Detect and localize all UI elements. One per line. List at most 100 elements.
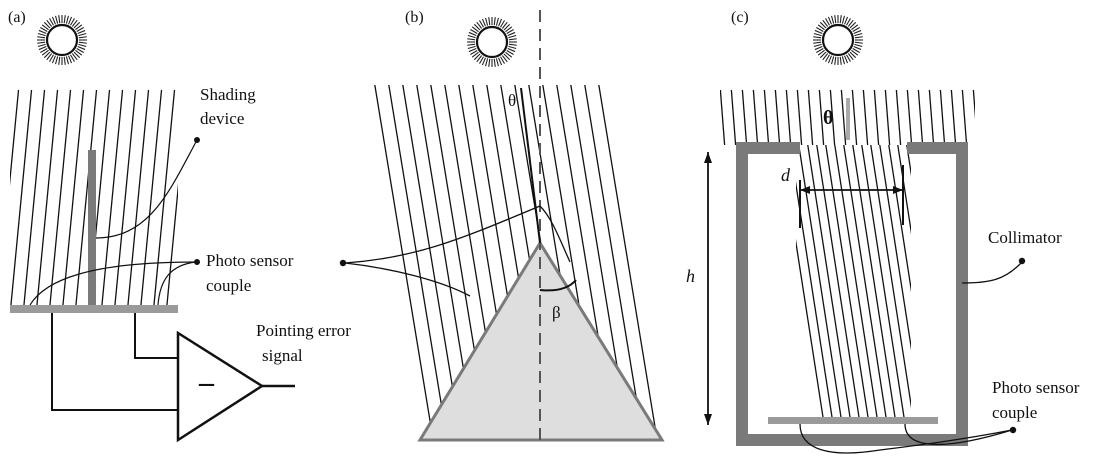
sun-ray xyxy=(470,29,478,34)
sun-ray xyxy=(471,26,479,33)
sun-ray xyxy=(488,17,491,26)
sun-ray xyxy=(814,46,823,51)
sun-ray xyxy=(825,18,830,26)
sun-ray xyxy=(73,21,81,29)
sun-ray xyxy=(846,18,851,26)
sun-ray xyxy=(73,51,81,59)
light-ray xyxy=(862,90,869,145)
beta-label: β xyxy=(552,303,561,322)
sun-ray xyxy=(76,48,84,53)
sun-ray xyxy=(46,19,53,27)
sun-ray xyxy=(467,43,476,46)
sun-ray xyxy=(495,58,500,67)
sun-ray xyxy=(78,36,87,39)
panel-a: (a) – Shading device Photo sensor couple… xyxy=(8,9,351,443)
sun-ray xyxy=(498,18,503,27)
arrowhead xyxy=(704,152,712,163)
sun-ray xyxy=(470,50,478,55)
leader-dot xyxy=(1018,257,1026,265)
sun-ray xyxy=(847,19,854,27)
leader-dot xyxy=(194,259,200,265)
photo-sensor-label-a-2: couple xyxy=(206,276,251,295)
sun-disc xyxy=(45,23,79,57)
sun-ray xyxy=(58,15,61,24)
sun-ray xyxy=(476,21,483,29)
sensor-wire-2 xyxy=(904,423,1013,446)
sun-ray xyxy=(65,56,70,65)
collimator xyxy=(736,142,968,446)
panel-a-label: (a) xyxy=(8,9,26,26)
light-ray xyxy=(915,140,960,430)
sun-ray xyxy=(827,16,832,25)
photo-sensor-leader-a2 xyxy=(157,261,197,306)
sun-ray xyxy=(849,51,857,59)
light-ray xyxy=(834,145,879,420)
sensor-wire xyxy=(799,423,1013,454)
sun-ray xyxy=(844,16,849,25)
theta-label-c: θ xyxy=(823,107,833,129)
minus-sign: – xyxy=(198,366,215,399)
sun-ray xyxy=(498,57,503,66)
sun-ray xyxy=(51,55,56,64)
sun-ray xyxy=(841,56,846,65)
sun-ray xyxy=(500,56,505,64)
error-signal-label: Pointing error xyxy=(256,321,351,340)
collimator-leader xyxy=(961,261,1023,284)
sun-ray xyxy=(63,15,66,24)
sun-ray xyxy=(853,29,862,34)
shading-device xyxy=(88,150,96,312)
sun-ray xyxy=(65,15,70,24)
sun-ray xyxy=(78,41,87,44)
sun-ray xyxy=(852,48,860,53)
light-ray xyxy=(972,90,975,120)
light-ray xyxy=(10,90,33,308)
light-ray xyxy=(401,85,463,440)
sun-ray xyxy=(813,43,822,48)
sun-ray xyxy=(822,53,829,61)
sun-ray xyxy=(813,36,822,39)
sun-ray xyxy=(506,50,514,55)
light-rays-c-outside xyxy=(720,85,989,150)
sun-ray xyxy=(493,17,496,26)
sun-ray xyxy=(63,56,66,65)
light-ray xyxy=(796,90,803,145)
sun-ray xyxy=(75,24,83,31)
light-ray xyxy=(984,85,989,150)
sun-ray xyxy=(37,43,46,48)
sun-ray xyxy=(508,45,517,50)
light-ray xyxy=(852,145,897,420)
photo-sensor-label-c: Photo sensor xyxy=(992,378,1080,397)
light-ray xyxy=(807,90,814,145)
light-ray xyxy=(939,90,946,145)
sun-ray xyxy=(78,32,87,37)
sun-ray xyxy=(503,53,511,61)
sun-icon xyxy=(467,17,517,67)
sun-ray xyxy=(508,34,517,39)
sun-ray xyxy=(479,56,484,64)
sun-ray xyxy=(813,32,822,37)
sun-ray xyxy=(473,23,481,31)
sun-ray xyxy=(484,58,489,67)
sun-ray xyxy=(854,32,863,37)
sun-ray xyxy=(77,29,86,34)
sun-ray xyxy=(830,15,835,24)
incident-ray xyxy=(520,87,541,244)
sun-ray xyxy=(507,48,516,53)
sun-ray xyxy=(71,53,78,61)
light-ray xyxy=(114,90,137,308)
d-label: d xyxy=(781,165,791,185)
sun-ray xyxy=(508,38,517,41)
light-ray xyxy=(75,90,98,308)
sun-ray xyxy=(68,16,73,25)
sun-ray xyxy=(54,15,59,24)
photo-sensor-label-a: Photo sensor xyxy=(206,251,294,270)
sun-ray xyxy=(817,49,825,56)
light-ray xyxy=(752,90,759,145)
sun-ray xyxy=(471,51,479,58)
sun-ray xyxy=(841,15,846,24)
sun-ray xyxy=(853,46,862,51)
sun-ray xyxy=(851,49,859,56)
shading-device-label-2: device xyxy=(200,109,244,128)
photo-sensor-plate-c xyxy=(768,417,938,424)
sun-ray xyxy=(40,48,48,53)
